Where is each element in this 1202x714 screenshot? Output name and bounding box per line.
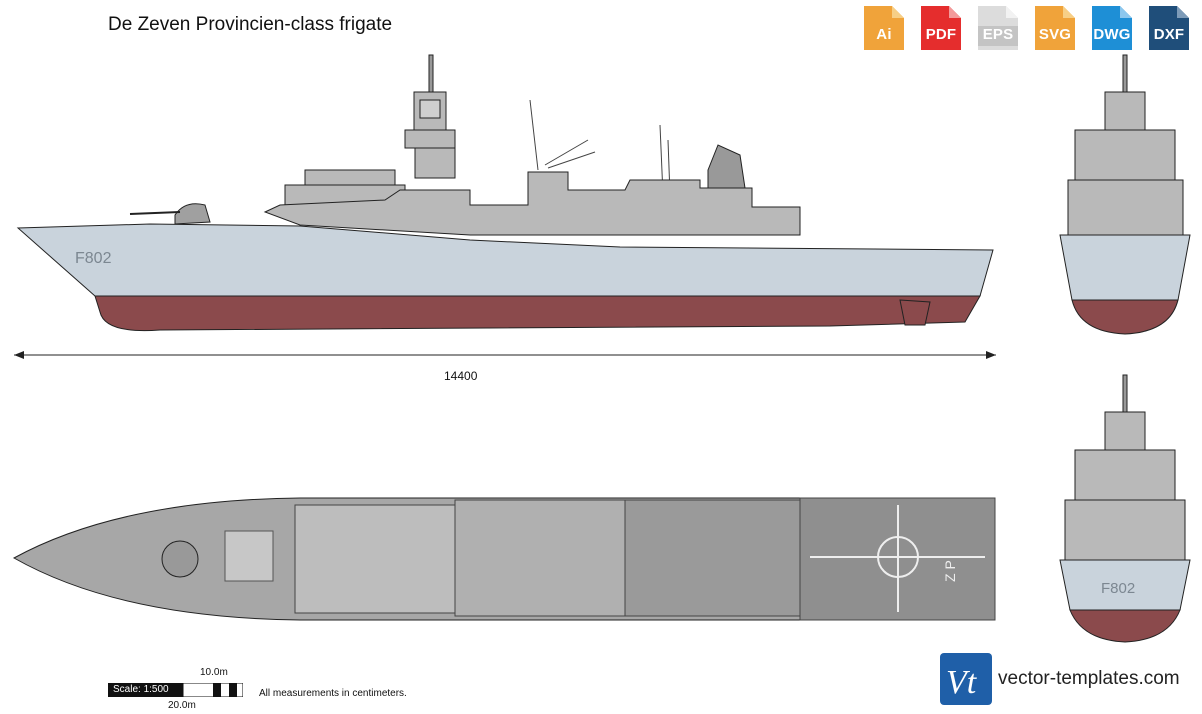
page-title: De Zeven Provincien-class frigate [108, 14, 393, 35]
ai-file-icon [864, 6, 904, 50]
hull-number: F802 [75, 250, 112, 267]
format-ai-label: Ai [876, 26, 892, 43]
format-eps-label: EPS [982, 26, 1014, 43]
format-dxf-label: DXF [1153, 26, 1185, 43]
format-svg-label: SVG [1038, 26, 1072, 43]
format-pdf-label: PDF [925, 26, 957, 43]
format-dwg-button[interactable]: DWG [1088, 4, 1136, 52]
scale-bar [183, 683, 243, 697]
hull-lower [94, 295, 981, 332]
pdf-file-icon [921, 6, 961, 50]
dxf-file-icon [1149, 6, 1189, 50]
logo-text: Vt [946, 664, 978, 701]
scale-bottom-length: 20.0m [168, 700, 196, 711]
format-dwg-label: DWG [1093, 26, 1131, 43]
eps-file-icon [978, 6, 1018, 50]
format-eps-button[interactable]: EPS [974, 4, 1022, 52]
vector-templates-logo[interactable]: Vt [940, 653, 992, 705]
superstructure [263, 171, 801, 236]
length-dimension: 14400 [444, 369, 478, 383]
svg-file-icon [1035, 6, 1075, 50]
format-dxf-button[interactable]: DXF [1145, 4, 1193, 52]
format-ai-button[interactable]: Ai [860, 4, 908, 52]
measurement-note: All measurements in centimeters. [259, 688, 407, 699]
hull-number-rear: F802 [1101, 580, 1135, 597]
scale-label: Scale: 1:500 [108, 683, 183, 697]
format-download-bar: Ai PDF EPS SVG DWG DXF [860, 4, 1193, 52]
format-pdf-button[interactable]: PDF [917, 4, 965, 52]
dwg-file-icon [1092, 6, 1132, 50]
helideck-marks: Z P [942, 560, 958, 582]
format-svg-button[interactable]: SVG [1031, 4, 1079, 52]
brand-name[interactable]: vector-templates.com [998, 668, 1180, 689]
scale-top-length: 10.0m [200, 667, 228, 678]
